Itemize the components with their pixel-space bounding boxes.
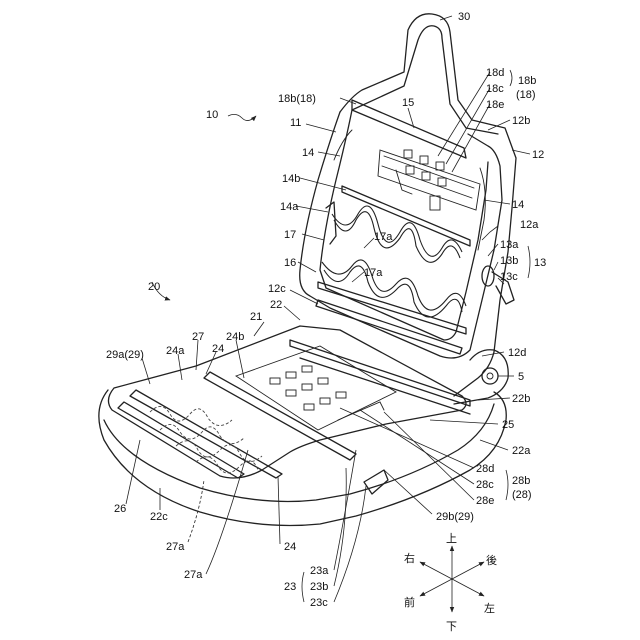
compass-front: 前 xyxy=(404,595,415,609)
label-20: 20 xyxy=(148,281,160,293)
label-12b-top: 12b xyxy=(512,115,530,127)
spring-16-lower xyxy=(322,260,466,310)
label-15: 15 xyxy=(402,97,414,109)
label-13a: 13a xyxy=(500,239,519,251)
label-23c: 23c xyxy=(310,597,328,609)
label-28c: 28c xyxy=(476,479,494,491)
label-29a29: 29a(29) xyxy=(106,349,144,361)
label-22c: 22c xyxy=(150,511,168,523)
label-21: 21 xyxy=(250,311,262,323)
rod-14b xyxy=(342,186,470,246)
label-14-left: 14 xyxy=(302,147,314,159)
compass-labels: 上 下 右 左 前 後 xyxy=(404,532,497,633)
label-28b: 28b xyxy=(512,475,530,487)
label-17: 17 xyxy=(284,229,296,241)
rod-26 xyxy=(118,402,244,478)
latch-29b xyxy=(364,470,388,494)
label-23: 23 xyxy=(284,581,296,593)
rod-24 xyxy=(130,390,282,478)
label-24-low: 24 xyxy=(284,541,296,553)
compass-up: 上 xyxy=(446,532,457,545)
label-23a: 23a xyxy=(310,565,329,577)
compass-down: 下 xyxy=(446,620,457,633)
label-24a: 24a xyxy=(166,345,185,357)
label-27a-lower: 27a xyxy=(184,569,203,581)
compass-left: 左 xyxy=(484,602,495,615)
label-18e: 18e xyxy=(486,99,504,111)
label-17a-lower: 17a xyxy=(364,267,383,279)
label-12: 12 xyxy=(532,149,544,161)
label-30: 30 xyxy=(458,11,470,23)
label-28d: 28d xyxy=(476,463,494,475)
label-27a-upper: 27a xyxy=(166,541,185,553)
label-18-group: (18) xyxy=(516,89,536,101)
label-14a: 14a xyxy=(280,201,299,213)
label-22b: 22b xyxy=(512,393,530,405)
label-22a: 22a xyxy=(512,445,531,457)
label-14b: 14b xyxy=(282,173,300,185)
label-18b-group: 18b xyxy=(518,75,536,87)
label-18b18: 18b(18) xyxy=(278,93,316,105)
label-14-right: 14 xyxy=(512,199,524,211)
spring-27a-1 xyxy=(150,406,232,425)
label-16: 16 xyxy=(284,257,296,269)
label-13c: 13c xyxy=(500,271,518,283)
label-13b: 13b xyxy=(500,255,518,267)
label-24b: 24b xyxy=(226,331,244,343)
label-18d: 18d xyxy=(486,67,504,79)
label-28: (28) xyxy=(512,489,532,501)
label-12c: 12c xyxy=(268,283,286,295)
spring-17-upper xyxy=(332,206,462,256)
label-10: 10 xyxy=(206,109,218,121)
label-24-mid: 24 xyxy=(212,343,224,355)
label-25: 25 xyxy=(502,419,514,431)
compass-back: 後 xyxy=(486,553,497,567)
label-13: 13 xyxy=(534,257,546,269)
label-26: 26 xyxy=(114,503,126,515)
label-28e: 28e xyxy=(476,495,494,507)
compass-right: 右 xyxy=(404,551,415,565)
label-12d: 12d xyxy=(508,347,526,359)
label-17a-upper: 17a xyxy=(374,231,393,243)
direction-compass xyxy=(420,546,484,612)
label-18c: 18c xyxy=(486,83,504,95)
label-12a: 12a xyxy=(520,219,539,231)
label-5: 5 xyxy=(518,371,524,383)
label-29b29: 29b(29) xyxy=(436,511,474,523)
label-23b: 23b xyxy=(310,581,328,593)
label-27: 27 xyxy=(192,331,204,343)
back-frame-30 xyxy=(340,14,516,352)
label-22-top: 22 xyxy=(270,299,282,311)
label-11: 11 xyxy=(290,117,301,129)
back-pad-18 xyxy=(378,150,480,210)
seat-back xyxy=(300,14,516,396)
